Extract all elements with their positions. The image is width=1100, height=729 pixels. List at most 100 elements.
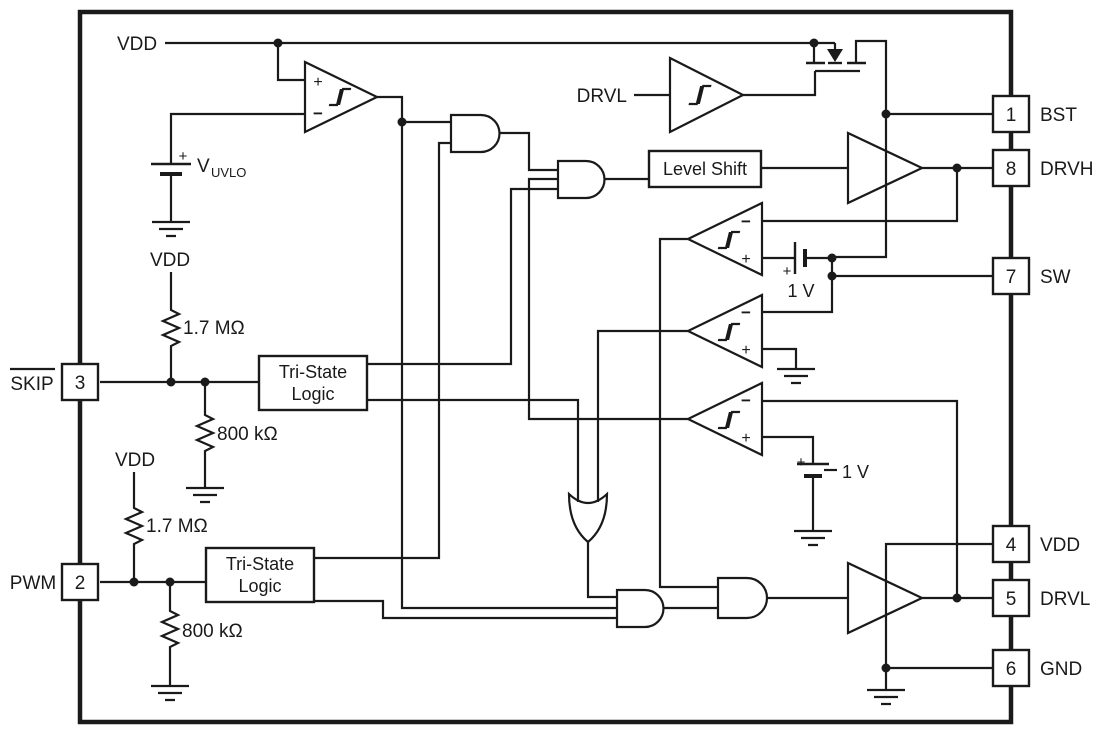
- minus-input-sign: −: [313, 104, 323, 123]
- drvl-input-buffer: DRVL: [577, 56, 746, 134]
- pin-number: 7: [1006, 267, 1017, 288]
- uvlo-comparator: + −: [303, 60, 380, 134]
- ground-symbols: [151, 220, 905, 706]
- pin-number: 2: [75, 573, 86, 594]
- pin-number: 1: [1006, 105, 1017, 126]
- wire-comp1-minus-in: [762, 168, 959, 223]
- pin-vdd: 4 VDD: [991, 524, 1080, 564]
- pin-name: DRVL: [1040, 589, 1090, 610]
- drvl-driver: [846, 561, 925, 635]
- wire-uvlo-plus-in: [276, 43, 305, 82]
- resistor-value-pwm-pullup: 1.7 MΩ: [146, 516, 208, 537]
- wire-comp3-minus-in: [762, 399, 959, 598]
- buffer-body: [668, 56, 746, 134]
- ground-icon-pwm-divider: [151, 684, 189, 702]
- pin-number: 5: [1006, 589, 1017, 610]
- junction-dots: [129, 38, 962, 673]
- minus-input-sign: −: [741, 303, 751, 322]
- pin-pwm: 2 PWM: [10, 562, 100, 602]
- pin-box: [60, 362, 100, 402]
- pin-number: 4: [1006, 535, 1017, 556]
- resistor-value-skip-pulldown: 800 kΩ: [217, 424, 278, 445]
- hysteresis-icon: [688, 84, 712, 106]
- drvl-signal-label: DRVL: [577, 86, 627, 107]
- pin-skip: 3 SKIP: [10, 362, 100, 402]
- comparator-sw-gnd: − +: [685, 293, 764, 369]
- wire-uvlo-minus-in: [169, 112, 305, 164]
- resistor-skip-pulldown: [194, 412, 216, 454]
- pin-box: [991, 524, 1031, 564]
- pin-name: VDD: [1040, 535, 1080, 556]
- resistor-value-pwm-pulldown: 800 kΩ: [182, 621, 243, 642]
- junction-dot: [952, 163, 962, 173]
- wire-comp2-out-to-or: [596, 329, 688, 502]
- junction-dot: [809, 38, 819, 48]
- wire-skip-bot-to-or: [367, 398, 580, 502]
- junction-dot: [273, 38, 283, 48]
- pin-name: GND: [1040, 659, 1082, 680]
- junction-dot: [200, 377, 210, 387]
- comparator-body: [685, 293, 764, 369]
- pin-box: [991, 578, 1031, 618]
- resistor-pwm-pulldown: [159, 608, 181, 650]
- wire-pwm-top-to-and1: [314, 141, 451, 560]
- block-label-line2: Logic: [238, 576, 281, 596]
- junction-dot: [881, 663, 891, 673]
- vdd-top-label: VDD: [117, 34, 157, 55]
- pin-box: [991, 148, 1031, 188]
- pin-bst: 1 BST: [991, 94, 1077, 134]
- pin-number: 8: [1006, 159, 1017, 180]
- plus-input-sign: +: [741, 251, 750, 268]
- logic-gates: [449, 113, 769, 629]
- pin-name: SW: [1040, 267, 1071, 288]
- ic-boundary: [77, 9, 1014, 725]
- plus-input-sign: +: [741, 430, 750, 447]
- ground-icon-comp3-bat: [794, 529, 832, 547]
- battery-plus-sign: +: [179, 148, 188, 165]
- pin-drvh: 8 DRVH: [991, 148, 1094, 188]
- junction-dot: [129, 577, 139, 587]
- wire-net: [100, 39, 993, 690]
- vdd-skip-label: VDD: [150, 250, 190, 271]
- plus-input-sign: +: [313, 74, 322, 91]
- block-label: Level Shift: [663, 159, 747, 179]
- pin-name: BST: [1040, 105, 1077, 126]
- ground-icon-skip-divider: [186, 486, 224, 504]
- ground-icon-drvl-driver: [867, 688, 905, 706]
- junction-dot: [166, 377, 176, 387]
- block-label-line1: Tri-State: [226, 554, 294, 574]
- wire-or-to-and3: [586, 541, 617, 599]
- block-box: [204, 546, 316, 604]
- pin-box: [991, 94, 1031, 134]
- ground-icon-uvlo: [152, 220, 190, 238]
- ground-icon-comp2: [777, 367, 815, 385]
- wire-bst-rail: [832, 39, 888, 259]
- block-label-line2: Logic: [291, 384, 334, 404]
- junction-dot: [952, 593, 962, 603]
- block-box: [647, 149, 763, 189]
- junction-dot: [165, 577, 175, 587]
- comparator-body: [685, 201, 764, 277]
- pin-name: DRVH: [1040, 159, 1094, 180]
- pin-drvl: 5 DRVL: [991, 578, 1090, 618]
- wire-skip-top-to-and2: [367, 187, 558, 366]
- comparator-bst-sw: − +: [685, 201, 764, 277]
- battery-value: 1 V: [842, 462, 869, 482]
- tri-state-logic-skip: Tri-State Logic: [257, 354, 369, 412]
- vuvlo-label-sub: UVLO: [211, 165, 246, 180]
- wire-pwm-bot-to-and3: [314, 599, 617, 620]
- battery-plus-sign: +: [783, 263, 792, 280]
- resistors: [123, 307, 216, 650]
- body-diode-icon: [827, 49, 843, 62]
- pin-name: SKIP: [10, 374, 53, 395]
- battery-comp3-1v: + 1 V: [797, 454, 869, 482]
- pin-box: [991, 648, 1031, 688]
- battery-plus-sign: +: [797, 454, 806, 471]
- battery-value: 1 V: [787, 281, 814, 301]
- comparator-drvl-1v: − +: [685, 381, 764, 457]
- pin-number: 6: [1006, 659, 1017, 680]
- comparator-body: [685, 381, 764, 457]
- tri-state-logic-pwm: Tri-State Logic: [204, 546, 316, 604]
- pin-number: 3: [75, 373, 86, 394]
